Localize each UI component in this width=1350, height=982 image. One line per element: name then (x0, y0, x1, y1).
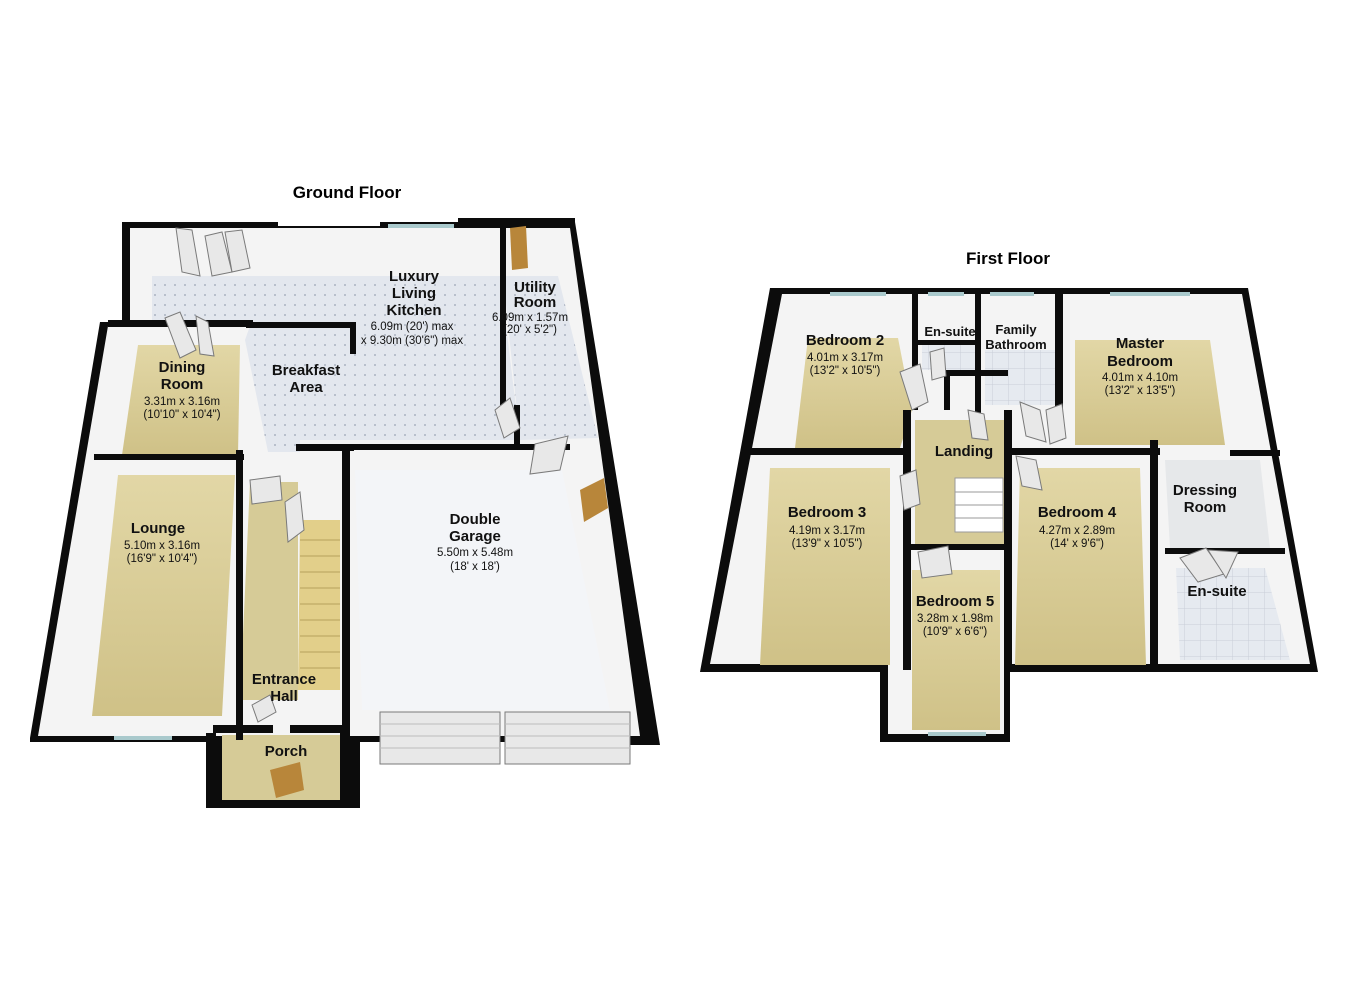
svg-text:5.50m x 5.48m: 5.50m x 5.48m (437, 547, 513, 559)
svg-text:Master: Master (1116, 335, 1165, 352)
svg-text:Luxury: Luxury (389, 268, 440, 285)
master-floor (1075, 340, 1225, 445)
svg-text:Double: Double (450, 511, 501, 528)
svg-text:3.28m x 1.98m: 3.28m x 1.98m (917, 613, 993, 625)
svg-text:Utility: Utility (514, 279, 556, 296)
room-label-bed5: Bedroom 5 3.28m x 1.98m (10'9" x 6'6") (916, 593, 994, 638)
svg-text:Landing: Landing (935, 443, 993, 460)
svg-text:Lounge: Lounge (131, 520, 185, 537)
svg-text:Garage: Garage (449, 528, 501, 545)
svg-text:Entrance: Entrance (252, 671, 316, 688)
room-label-ensuite2: En-suite (1187, 583, 1246, 600)
svg-text:Family: Family (995, 322, 1037, 337)
room-label-landing: Landing (935, 443, 993, 460)
svg-text:4.01m x 4.10m: 4.01m x 4.10m (1102, 372, 1178, 384)
ensuite2-floor (1176, 568, 1290, 660)
garage-door-panels (380, 723, 630, 749)
svg-text:Dressing: Dressing (1173, 482, 1237, 499)
svg-text:Bathroom: Bathroom (985, 337, 1046, 352)
room-label-ensuite1: En-suite (924, 324, 975, 339)
room-label-kitchen: Luxury Living Kitchen 6.09m (20') max x … (361, 268, 463, 347)
svg-text:6.09m (20') max: 6.09m (20') max (371, 321, 454, 333)
svg-text:5.10m x 3.16m: 5.10m x 3.16m (124, 540, 200, 552)
svg-text:4.19m x 3.17m: 4.19m x 3.17m (789, 525, 865, 537)
svg-text:x 9.30m (30'6") max: x 9.30m (30'6") max (361, 335, 463, 347)
first-doors (899, 347, 1239, 583)
svg-text:(20' x 5'2"): (20' x 5'2") (503, 324, 557, 336)
room-label-bathroom: Family Bathroom (985, 322, 1046, 352)
svg-text:Hall: Hall (270, 688, 298, 705)
svg-text:4.27m x 2.89m: 4.27m x 2.89m (1039, 525, 1115, 537)
svg-text:Bedroom 3: Bedroom 3 (788, 504, 866, 521)
svg-text:Area: Area (289, 379, 323, 396)
svg-text:(13'9" x 10'5"): (13'9" x 10'5") (792, 538, 863, 550)
ground-floor-title: Ground Floor (293, 183, 402, 202)
room-label-garage: Double Garage 5.50m x 5.48m (18' x 18') (437, 511, 513, 573)
svg-text:(10'10" x 10'4"): (10'10" x 10'4") (143, 409, 220, 421)
room-label-bed2: Bedroom 2 4.01m x 3.17m (13'2" x 10'5") (806, 332, 884, 377)
room-label-dressing: Dressing Room (1173, 482, 1237, 516)
svg-text:4.01m x 3.17m: 4.01m x 3.17m (807, 352, 883, 364)
ground-windows (114, 224, 454, 740)
room-label-master: Master Bedroom 4.01m x 4.10m (13'2" x 13… (1102, 335, 1178, 397)
svg-text:Bedroom 5: Bedroom 5 (916, 593, 994, 610)
svg-text:3.31m x 3.16m: 3.31m x 3.16m (144, 396, 220, 408)
svg-text:Bedroom 2: Bedroom 2 (806, 332, 884, 349)
svg-text:Dining: Dining (159, 359, 206, 376)
svg-text:En-suite: En-suite (924, 324, 975, 339)
bed3-floor (760, 468, 890, 665)
svg-text:Room: Room (514, 294, 557, 311)
hall-floor (240, 482, 298, 700)
bathroom-floor (985, 350, 1060, 405)
svg-text:Kitchen: Kitchen (386, 302, 441, 319)
svg-text:(16'9" x 10'4"): (16'9" x 10'4") (127, 553, 198, 565)
room-label-dining: Dining Room 3.31m x 3.16m (10'10" x 10'4… (143, 359, 220, 421)
garage-floor (355, 470, 610, 710)
lounge-floor (92, 475, 235, 716)
svg-text:(10'9" x 6'6"): (10'9" x 6'6") (923, 626, 988, 638)
dining-floor (122, 345, 240, 455)
svg-text:Room: Room (161, 376, 204, 393)
svg-text:Bedroom 4: Bedroom 4 (1038, 504, 1117, 521)
first-internal-walls (750, 290, 1285, 670)
first-floor: First Floor Bedroom 2 4.01m x 3.17m (13'… (700, 249, 1318, 742)
svg-text:(14' x 9'6"): (14' x 9'6") (1050, 538, 1104, 550)
svg-text:6.09m x 1.57m: 6.09m x 1.57m (492, 312, 568, 324)
svg-text:Breakfast: Breakfast (272, 362, 340, 379)
room-label-breakfast: Breakfast Area (272, 362, 340, 396)
svg-text:Room: Room (1184, 499, 1227, 516)
svg-text:(13'2" x 10'5"): (13'2" x 10'5") (810, 365, 881, 377)
landing-stairwell (954, 477, 1004, 533)
room-label-utility: Utility Room 6.09m x 1.57m (20' x 5'2") (492, 279, 568, 336)
room-label-bed4: Bedroom 4 4.27m x 2.89m (14' x 9'6") (1038, 504, 1117, 550)
svg-text:Bedroom: Bedroom (1107, 353, 1173, 370)
svg-text:Living: Living (392, 285, 436, 302)
first-floor-title: First Floor (966, 249, 1050, 268)
svg-text:En-suite: En-suite (1187, 583, 1246, 600)
svg-text:Porch: Porch (265, 743, 308, 760)
room-label-bed3: Bedroom 3 4.19m x 3.17m (13'9" x 10'5") (788, 504, 866, 550)
svg-text:(13'2" x 13'5"): (13'2" x 13'5") (1105, 385, 1176, 397)
utility-floor (503, 276, 598, 440)
ground-floor: Ground Floor Lounge 5.10m x 3.16m (16'9"… (30, 183, 660, 808)
svg-text:(18' x 18'): (18' x 18') (450, 561, 500, 573)
bed2-floor (795, 338, 912, 448)
room-label-porch: Porch (265, 743, 308, 760)
stair-treads (300, 539, 340, 669)
room-label-lounge: Lounge 5.10m x 3.16m (16'9" x 10'4") (124, 520, 200, 565)
first-windows (830, 292, 1190, 736)
bed4-floor (1015, 468, 1146, 665)
dressing-floor (1165, 460, 1270, 548)
stairs (298, 520, 340, 690)
ground-wood-doors (270, 226, 608, 798)
bed5-floor (912, 570, 1000, 730)
ground-doors (164, 227, 631, 765)
room-label-hall: Entrance Hall (252, 671, 316, 705)
